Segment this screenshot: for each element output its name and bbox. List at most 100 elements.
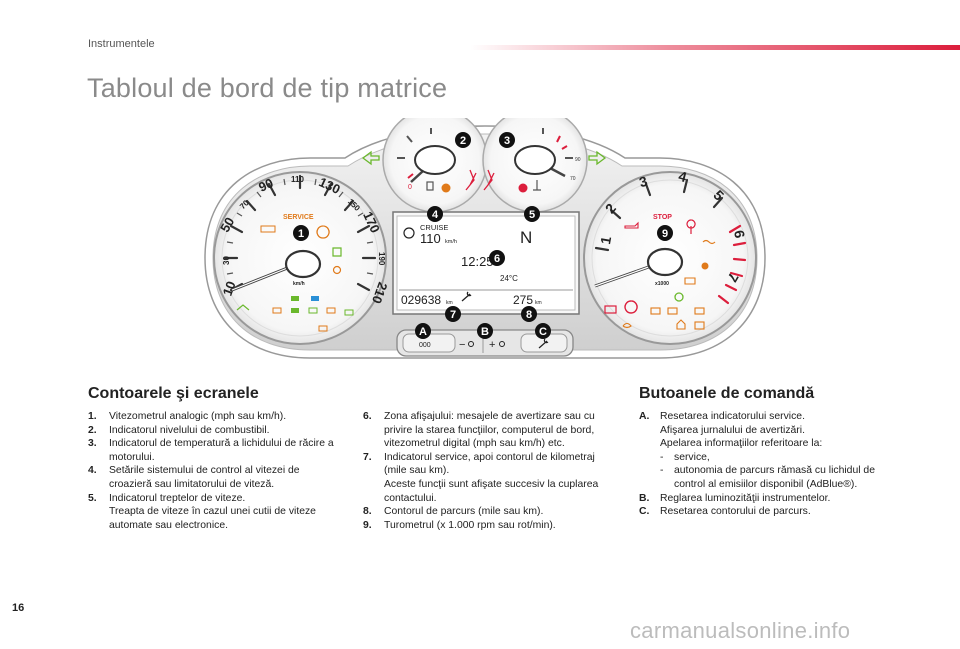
temperature-warning-lamp <box>518 183 528 193</box>
temperature-gauge-marks <box>542 128 573 159</box>
airbag-icon <box>686 219 696 234</box>
seatbelt-warning-icon <box>465 169 477 191</box>
tachometer-tick-label: 1 <box>597 235 614 246</box>
speedometer-tick-label: 30 <box>222 256 231 265</box>
dashboard-illustration: 0 90 70 10 30 50 70 90 110 <box>204 118 766 359</box>
watermark: carmanualsonline.info <box>630 618 851 643</box>
odometer: 029638 <box>401 293 441 307</box>
svg-text:1: 1 <box>298 228 304 240</box>
clock: 12:25 <box>461 254 494 269</box>
cruise-control-icon <box>403 227 415 239</box>
temperature-gauge-max-label: 90 <box>575 157 581 163</box>
svg-text:5: 5 <box>529 209 535 221</box>
cruise-speed: 110 <box>420 231 441 246</box>
fuel-pump-icon <box>426 181 434 191</box>
list-item: 6.Zona afişajului: mesajele de avertizar… <box>363 411 595 450</box>
speedometer-unit: km/h <box>293 281 305 287</box>
speedometer-tick-label: 190 <box>377 252 386 266</box>
cluster-housing <box>204 125 766 359</box>
coolant-temperature-icon <box>533 180 541 191</box>
speedometer-hub <box>284 249 322 279</box>
svg-text:A: A <box>419 326 427 338</box>
reset-wrench-icon <box>538 338 549 349</box>
tachometer-tick-label: 4 <box>677 168 689 186</box>
callout-4 <box>427 206 443 222</box>
header-accent-bar <box>470 45 960 50</box>
list-item: 4.Setările sistemului de control al vite… <box>88 465 300 490</box>
callout-8 <box>521 306 537 322</box>
gear-indicator: N <box>520 228 532 247</box>
fuel-warning-lamp <box>441 183 451 193</box>
right-section-title: Butoanele de comandă <box>639 385 815 402</box>
right-section-list: A.Resetarea indicatorului service.Afişar… <box>639 410 889 519</box>
callout-3 <box>499 132 515 148</box>
speedometer-tick-label: 110 <box>291 175 304 184</box>
fuel-gauge-hub <box>414 145 456 175</box>
list-item: 5.Indicatorul treptelor de viteze.Treapt… <box>88 492 316 531</box>
tachometer-indicator-icons <box>604 292 705 330</box>
speedometer-tick-label: 210 <box>369 280 391 306</box>
speedometer-tick-label: 10 <box>220 279 239 298</box>
callout-1 <box>293 225 309 241</box>
fuel-gauge-empty-label: 0 <box>408 184 412 191</box>
cruise-label: CRUISE <box>420 223 448 232</box>
callout-5 <box>524 206 540 222</box>
tachometer-tick-label: 3 <box>637 173 649 191</box>
svg-text:7: 7 <box>450 309 456 321</box>
service-wrench-icon <box>461 291 472 302</box>
callout-9 <box>657 225 673 241</box>
speedometer-ticks <box>223 174 377 292</box>
list-item: 1.Vitezometrul analogic (mph sau km/h). <box>88 411 287 422</box>
brightness-icon <box>499 341 505 347</box>
svg-text:C: C <box>539 326 547 338</box>
list-item: 7.Indicatorul service, apoi contorul de … <box>363 451 599 504</box>
outside-temperature: 24°C <box>500 274 518 283</box>
oil-pressure-icon <box>624 221 639 229</box>
svg-text:2: 2 <box>460 135 466 147</box>
list-item: 9.Turometrul (x 1.000 rpm sau rot/min). <box>363 519 556 531</box>
svg-text:8: 8 <box>526 309 532 321</box>
button-b-plus: + <box>489 339 495 351</box>
preheating-icon <box>702 239 716 245</box>
callout-2 <box>455 132 471 148</box>
traction-control-icon <box>684 277 696 285</box>
left-section-title: Contoarele şi ecranele <box>88 385 259 402</box>
sub-list-item: -autonomia de parcurs rămasă cu lichidul… <box>660 465 875 490</box>
middle-section-list: 6.Zona afişajului: mesajele de avertizar… <box>363 410 618 532</box>
tachometer-tick-label: 6 <box>731 229 748 240</box>
left-section-list: 1.Vitezometrul analogic (mph sau km/h). … <box>88 410 343 532</box>
tachometer-red-zone <box>717 224 747 305</box>
page-number: 16 <box>12 602 25 614</box>
temperature-gauge-hot-marks <box>556 135 568 150</box>
service-warning-label: SERVICE <box>283 214 314 221</box>
callout-a <box>415 323 431 339</box>
list-item: A.Resetarea indicatorului service.Afişar… <box>639 410 889 492</box>
fuel-gauge-marks <box>397 128 432 159</box>
left-turn-indicator-icon <box>361 150 380 166</box>
passenger-seatbelt-warning-icon <box>483 169 495 191</box>
brake-warning-icon <box>624 300 638 314</box>
speedometer-indicator-icons <box>236 296 354 332</box>
callout-7 <box>445 306 461 322</box>
brightness-icon <box>468 341 474 347</box>
speedometer-minor-ticks <box>226 178 374 275</box>
list-item: C.Resetarea contorului de parcurs. <box>639 506 811 518</box>
abs-warning-icon <box>674 292 684 302</box>
sub-list-item: -service, <box>660 451 710 463</box>
speedometer-tick-label: 90 <box>256 175 275 195</box>
callout-c <box>535 323 551 339</box>
button-b-minus: − <box>459 339 465 351</box>
svg-text:3: 3 <box>504 135 510 147</box>
svg-text:4: 4 <box>432 209 439 221</box>
svg-text:6: 6 <box>494 253 500 265</box>
page-title: Tabloul de bord de tip matrice <box>87 73 448 103</box>
list-item: 2.Indicatorul nivelului de combustibil. <box>88 424 270 436</box>
callout-6 <box>489 250 505 266</box>
stop-warning-label: STOP <box>653 214 672 221</box>
tachometer-hub <box>646 247 684 277</box>
speedometer-tick-label: 50 <box>217 215 237 235</box>
odometer-unit: km <box>446 300 453 306</box>
trip-distance: 275 <box>513 293 533 307</box>
list-item: 8.Contorul de parcurs (mile sau km). <box>363 506 544 518</box>
fuel-gauge-low-mark <box>407 173 414 179</box>
